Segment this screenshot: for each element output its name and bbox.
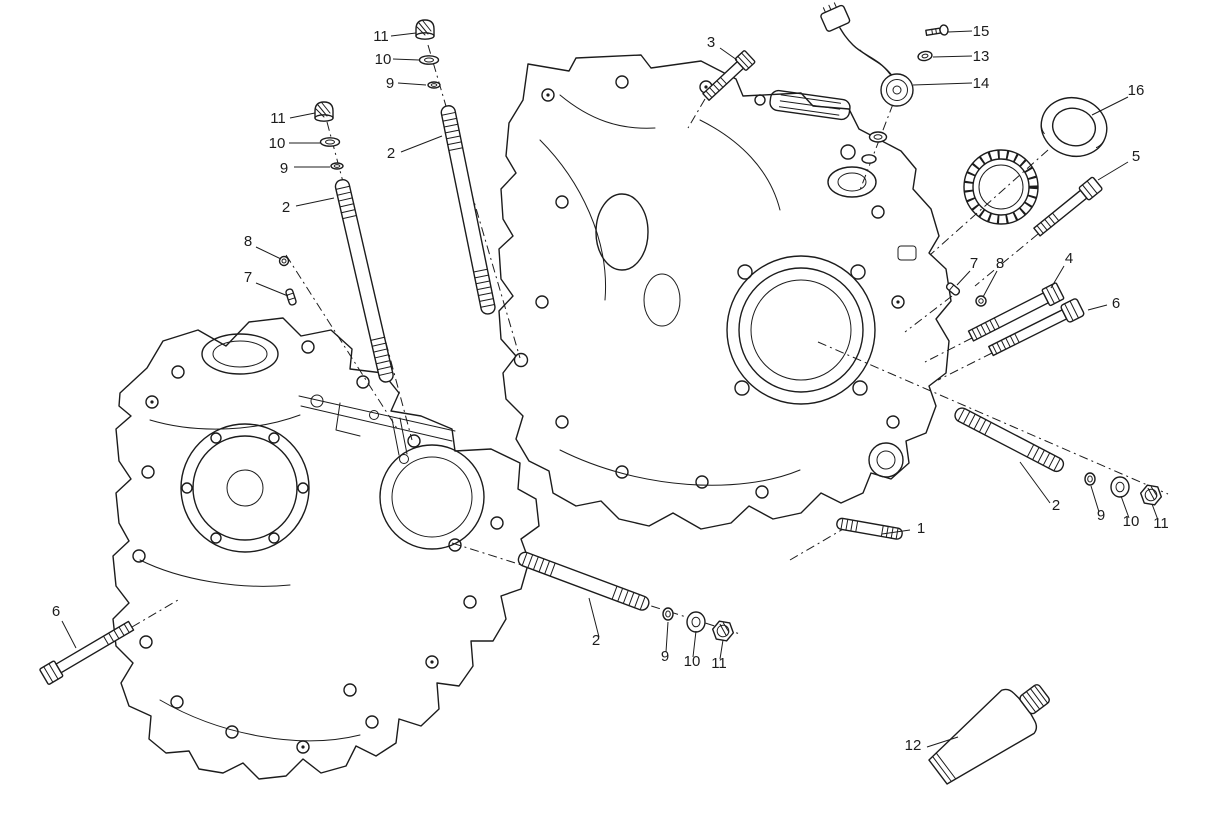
callout-label: 11: [1153, 515, 1169, 532]
callout-label: 11: [711, 655, 727, 672]
cap-nut-left: [314, 101, 334, 122]
callout-label: 9: [1097, 507, 1105, 524]
callout-leader-lines: [61, 30, 1159, 748]
washer-8-right: [975, 295, 987, 307]
bolt-6-left: [39, 620, 135, 685]
washer-13: [917, 50, 933, 62]
cap-nut-bottom: [711, 620, 735, 642]
callout-label: 3: [707, 34, 715, 51]
callout-labels: 11 10 9 2 3 15 13 14 16 11 10 9 2 5 8 7 …: [52, 23, 1169, 754]
sealant-tube-12: [928, 684, 1050, 785]
washer-9-right: [1084, 472, 1096, 486]
roller-bearing: [963, 149, 1039, 225]
callout-label: 11: [270, 110, 286, 127]
crankcase-stud-bottom: [517, 551, 650, 611]
washer-8-left: [278, 255, 290, 267]
washer-10-top: [418, 55, 440, 65]
callout-label: 12: [905, 737, 922, 754]
cap-nut-top: [415, 19, 435, 40]
left-crankcase-half: [112, 317, 540, 780]
callout-label: 15: [973, 23, 990, 40]
callout-label: 7: [970, 255, 978, 272]
washer-10-right: [1110, 476, 1130, 498]
cap-nut-right: [1139, 484, 1163, 506]
washer-9-left: [330, 162, 344, 170]
breather-valve-14: [820, 2, 914, 164]
spacer-ring-16: [1040, 97, 1108, 157]
callout-label: 6: [1112, 295, 1120, 312]
callout-label: 1: [917, 520, 925, 537]
callout-label: 7: [244, 269, 252, 286]
callout-label: 6: [52, 603, 60, 620]
dowel-pin-right: [945, 282, 961, 296]
callout-label: 13: [973, 48, 990, 65]
washer-9-bottom: [662, 607, 674, 621]
callout-label: 8: [996, 255, 1004, 272]
callout-label: 2: [1052, 497, 1060, 514]
callout-label: 9: [386, 75, 394, 92]
callout-label: 4: [1065, 250, 1073, 267]
callout-label: 2: [592, 632, 600, 649]
washer-9-top: [427, 81, 441, 89]
crankcase-stud-right: [954, 407, 1065, 473]
callout-label: 16: [1128, 82, 1145, 99]
callout-label: 10: [1123, 513, 1140, 530]
washer-10-bottom: [686, 611, 706, 633]
callout-label: 8: [244, 233, 252, 250]
bolt-3: [702, 50, 756, 101]
callout-label: 14: [973, 75, 990, 92]
dowel-pin-left: [285, 288, 297, 306]
bolt-6-right: [988, 298, 1085, 357]
callout-label: 2: [282, 199, 290, 216]
bolt-5: [1033, 176, 1103, 237]
callout-label: 10: [375, 51, 392, 68]
callout-label: 9: [280, 160, 288, 177]
cylinder-stud-left: [334, 179, 394, 383]
short-stud: [836, 517, 903, 540]
cylinder-stud-upper: [440, 105, 496, 315]
washer-10-left: [319, 137, 341, 147]
callout-label: 10: [684, 653, 701, 670]
callout-label: 5: [1132, 148, 1140, 165]
screw-15: [925, 24, 949, 36]
selector-linkage-detail: [298, 394, 456, 464]
callout-label: 10: [269, 135, 286, 152]
callout-label: 9: [661, 648, 669, 665]
callout-label: 2: [387, 145, 395, 162]
right-crankcase-half: [498, 54, 952, 530]
bolt-4: [967, 282, 1065, 342]
callout-label: 11: [373, 28, 389, 45]
